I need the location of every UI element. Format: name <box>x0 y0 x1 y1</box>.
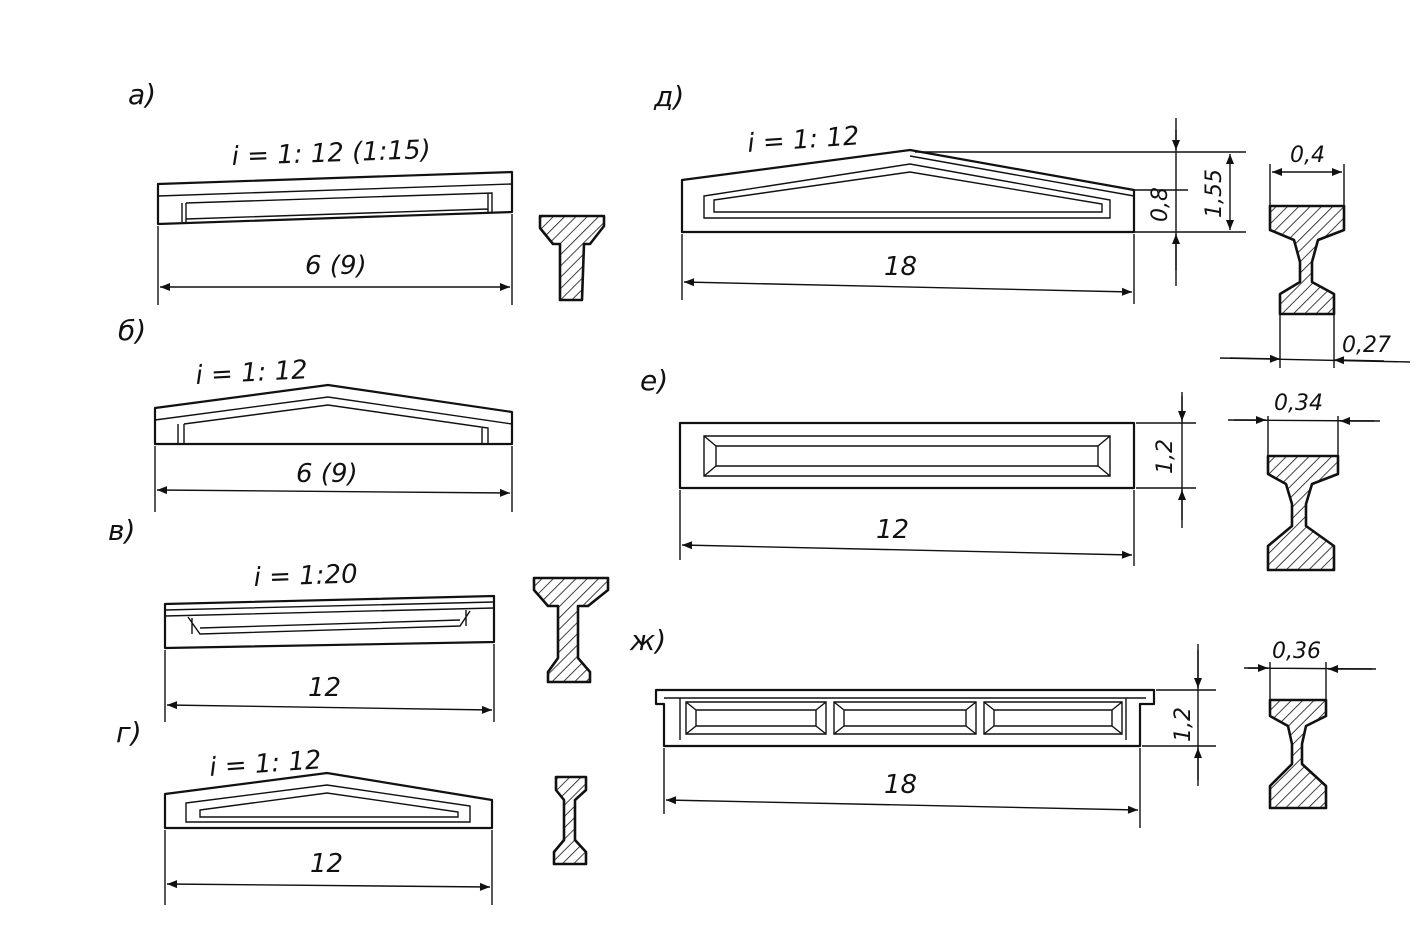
panel-d: д) i = 1: 12 18 0,8 1,55 0,4 <box>653 80 1411 368</box>
panel-a-label: а) <box>128 78 156 111</box>
panel-a: а) i = 1: 12 (1:15) 6 (9) <box>128 78 606 305</box>
panel-d-height-dims: 0,8 1,55 <box>915 118 1246 286</box>
panel-b-beam <box>153 383 514 446</box>
panel-zh-dimension: 18 <box>663 748 1141 828</box>
panel-g-length: 12 <box>310 849 343 879</box>
panel-d-length: 18 <box>884 252 917 282</box>
panel-a-beam <box>156 170 514 226</box>
panel-zh-label: ж) <box>629 624 666 657</box>
panel-a-length: 6 (9) <box>305 251 367 281</box>
panel-e-section: 0,34 <box>1227 391 1381 572</box>
panel-b: б) i = 1: 12 6 (9) <box>118 314 514 512</box>
panel-a-section <box>538 214 606 302</box>
panel-zh-beam <box>654 688 1156 748</box>
panel-b-label: б) <box>118 314 146 347</box>
panel-d-flange: 0,4 <box>1290 143 1325 168</box>
panel-a-slope: i = 1: 12 (1:15) <box>231 135 431 172</box>
panel-v-dimension: 12 <box>164 644 495 722</box>
panel-e-beam <box>678 421 1136 490</box>
panel-d-slope: i = 1: 12 <box>746 121 860 159</box>
panel-zh-flange: 0,36 <box>1272 639 1321 664</box>
panel-e-height: 1,2 <box>1153 439 1178 474</box>
panel-a-dimension: 6 (9) <box>157 214 513 305</box>
panel-d-height-mid: 1,55 <box>1202 169 1227 218</box>
panel-e-flange: 0,34 <box>1274 391 1323 416</box>
panel-d-height-end: 0,8 <box>1148 187 1173 222</box>
panel-zh-height: 1,2 <box>1171 707 1196 742</box>
panel-e-length: 12 <box>876 515 909 545</box>
panel-d-section: 0,4 0,27 <box>1219 143 1411 368</box>
panel-b-length: 6 (9) <box>296 459 358 489</box>
panel-v-slope: i = 1:20 <box>253 559 358 593</box>
panel-v: в) i = 1:20 12 <box>108 514 610 722</box>
panel-d-beam <box>680 148 1136 234</box>
panel-zh-section: 0,36 <box>1243 639 1377 810</box>
panel-v-beam <box>163 594 496 650</box>
panel-g: г) i = 1: 12 12 <box>116 716 588 905</box>
panel-d-dimension: 18 <box>681 234 1135 304</box>
panel-g-beam <box>163 771 494 830</box>
panel-b-dimension: 6 (9) <box>154 446 513 512</box>
panel-e-height-dim: 1,2 <box>1136 392 1196 528</box>
panel-e-label: е) <box>640 364 668 397</box>
panel-zh-height-dim: 1,2 <box>1142 644 1216 786</box>
panel-v-length: 12 <box>308 673 341 703</box>
panel-zh: ж) 18 1,2 0,36 <box>629 624 1377 828</box>
panel-g-section <box>552 775 588 866</box>
panel-e-dimension: 12 <box>679 490 1135 566</box>
panel-v-section <box>532 576 610 684</box>
panel-v-label: в) <box>108 514 135 547</box>
panel-e: е) 12 1,2 0,34 <box>640 364 1381 572</box>
panel-g-slope: i = 1: 12 <box>208 745 322 783</box>
panel-g-dimension: 12 <box>164 830 493 905</box>
panel-d-label: д) <box>653 80 684 113</box>
panel-b-slope: i = 1: 12 <box>195 355 309 391</box>
panel-d-web: 0,27 <box>1342 333 1391 358</box>
panel-g-label: г) <box>116 716 142 749</box>
panel-zh-length: 18 <box>884 770 917 800</box>
